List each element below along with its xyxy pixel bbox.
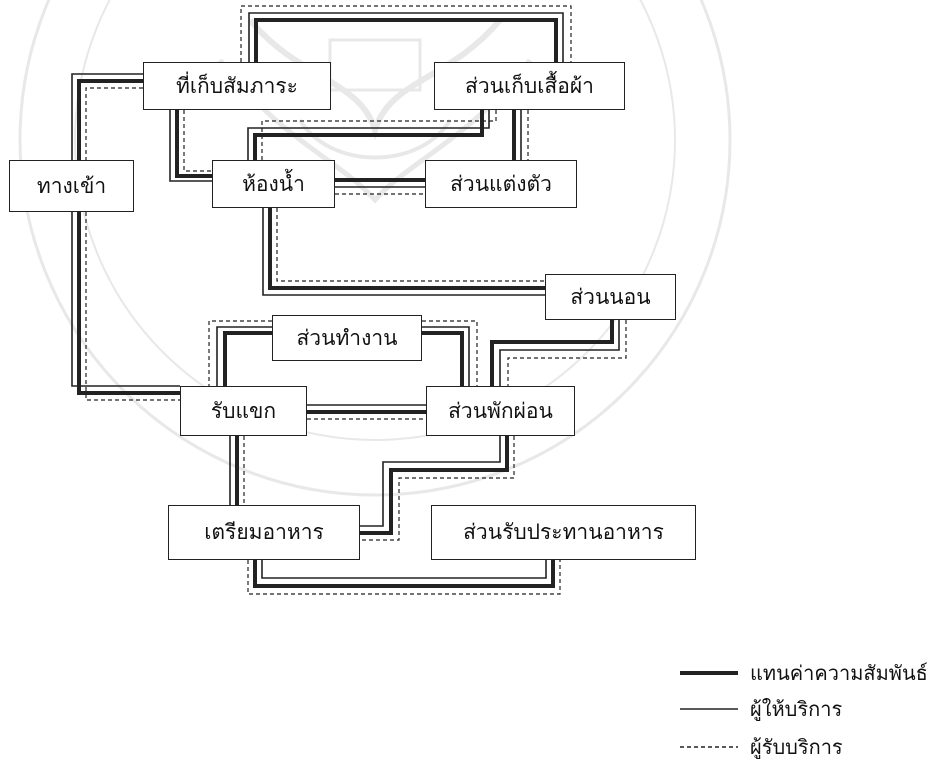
room-work: ส่วนทำงาน [272, 315, 422, 361]
room-dressing: ส่วนแต่งตัว [425, 160, 577, 208]
room-kitchen: เตรียมอาหาร [168, 505, 360, 560]
link-reception-lounge [307, 405, 426, 419]
room-entrance: ทางเข้า [9, 160, 134, 212]
legend-item-relationship: แทนค่าความสัมพันธ์ [680, 657, 928, 689]
room-dining: ส่วนรับประทานอาหาร [431, 505, 696, 560]
legend-label-recipient: ผู้รับบริการ [750, 731, 843, 763]
dashed-line-swatch [680, 742, 738, 752]
room-bathroom: ห้องน้ำ [212, 160, 335, 208]
thin-line-swatch [680, 704, 738, 714]
link-wardrobe-dressing [514, 110, 528, 160]
legend-item-recipient: ผู้รับบริการ [680, 731, 843, 763]
link-storage-bathroom [170, 110, 212, 181]
link-entrance-storage [72, 74, 143, 160]
room-bedroom: ส่วนนอน [545, 274, 676, 320]
legend-label-provider: ผู้ให้บริการ [750, 693, 842, 725]
room-wardrobe: ส่วนเก็บเสื้อผ้า [434, 62, 625, 110]
thick-line-swatch [680, 668, 738, 678]
link-bathroom-bedroom [263, 208, 545, 295]
legend-item-provider: ผู้ให้บริการ [680, 693, 842, 725]
link-kitchen-dining [248, 560, 560, 594]
room-storage: ที่เก็บสัมภาระ [143, 62, 331, 110]
room-lounge: ส่วนพักผ่อน [426, 386, 575, 436]
legend-label-relationship: แทนค่าความสัมพันธ์ [750, 657, 928, 689]
room-reception: รับแขก [180, 386, 307, 436]
